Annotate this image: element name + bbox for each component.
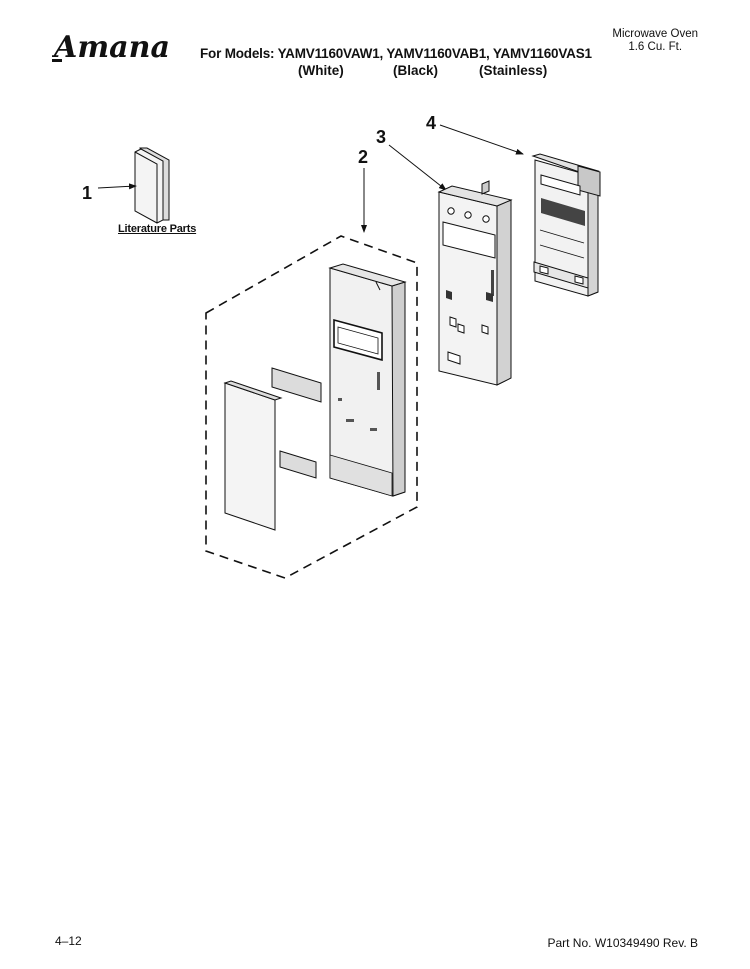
variant-white: (White): [298, 63, 344, 78]
page-number: 4–12: [55, 934, 82, 948]
product-capacity: 1.6 Cu. Ft.: [628, 41, 683, 53]
callout-2-label: 2: [358, 147, 368, 167]
callout-4-arrow: [439, 124, 524, 155]
callout-3-label: 3: [376, 127, 386, 147]
part-2-control-panel: [328, 263, 407, 497]
literature-parts-label: Literature Parts: [118, 223, 197, 235]
svg-text:Amana: Amana: [52, 30, 170, 65]
models-title: For Models: YAMV1160VAW1, YAMV1160VAB1, …: [200, 46, 592, 61]
keypad-overlay: [223, 367, 322, 531]
part-4-bracket: [531, 153, 601, 297]
assembly-boundary: [205, 235, 418, 579]
part-1-literature: [134, 147, 170, 224]
product-name: Microwave Oven: [612, 28, 698, 40]
callout-1-label: 1: [82, 183, 92, 203]
variant-black: (Black): [393, 63, 439, 78]
amana-logo: Amana: [51, 26, 174, 66]
variant-stainless: (Stainless): [479, 63, 548, 78]
callout-3-arrow: [388, 144, 447, 191]
callout-4-label: 4: [426, 113, 436, 133]
callout-1-arrow: [97, 183, 137, 190]
amana-logo-mark: Amana: [51, 30, 170, 65]
part-number: Part No. W10349490 Rev. B: [547, 936, 698, 950]
product-info: Microwave Oven 1.6 Cu. Ft.: [612, 28, 698, 54]
part-3-panel-frame: [437, 180, 513, 386]
